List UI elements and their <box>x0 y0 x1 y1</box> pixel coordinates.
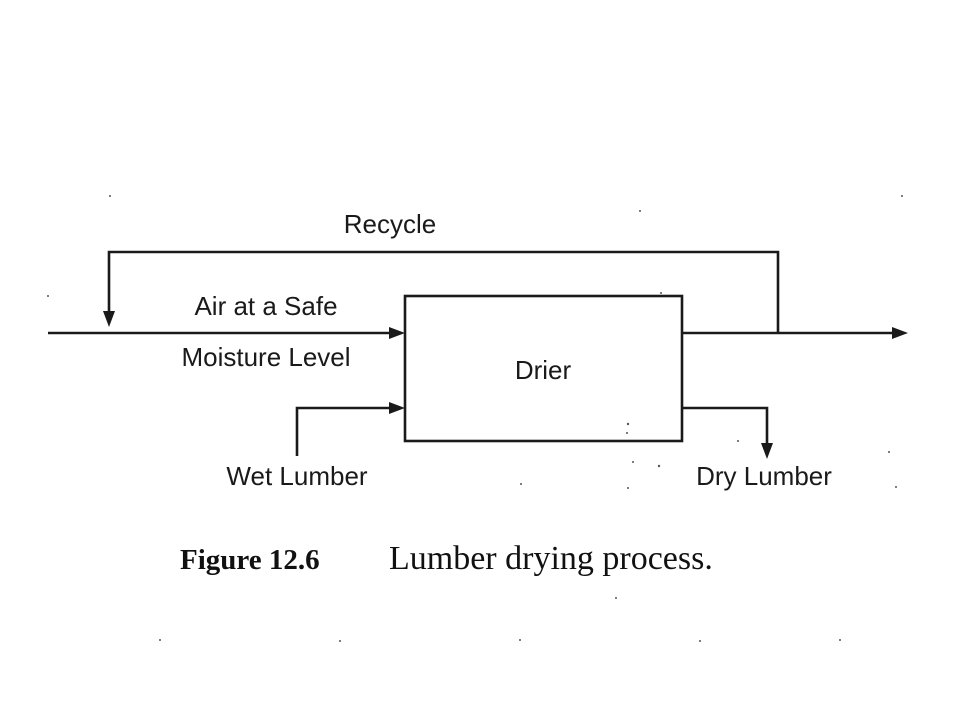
figure-number: Figure 12.6 <box>180 544 320 576</box>
figure-caption: Lumber drying process. <box>389 540 713 577</box>
air-label-line1: Air at a Safe <box>194 291 337 321</box>
dry-lumber-arrowhead <box>761 443 773 459</box>
dry-lumber-label: Dry Lumber <box>696 461 832 491</box>
wet-lumber-arrowhead <box>389 402 405 414</box>
air-inlet-arrowhead <box>389 327 405 339</box>
recycle-arrowhead <box>103 311 115 327</box>
wet-lumber-label: Wet Lumber <box>226 461 367 491</box>
drier-box <box>403 294 684 443</box>
dry-lumber-line <box>682 406 769 445</box>
air-outlet-arrowhead <box>892 327 908 339</box>
recycle-label: Recycle <box>344 209 436 239</box>
air-label-line2: Moisture Level <box>181 342 350 372</box>
drier-label: Drier <box>515 355 572 385</box>
wet-lumber-line <box>295 406 392 456</box>
recycle-line <box>107 250 780 333</box>
scan-specks <box>47 195 903 642</box>
